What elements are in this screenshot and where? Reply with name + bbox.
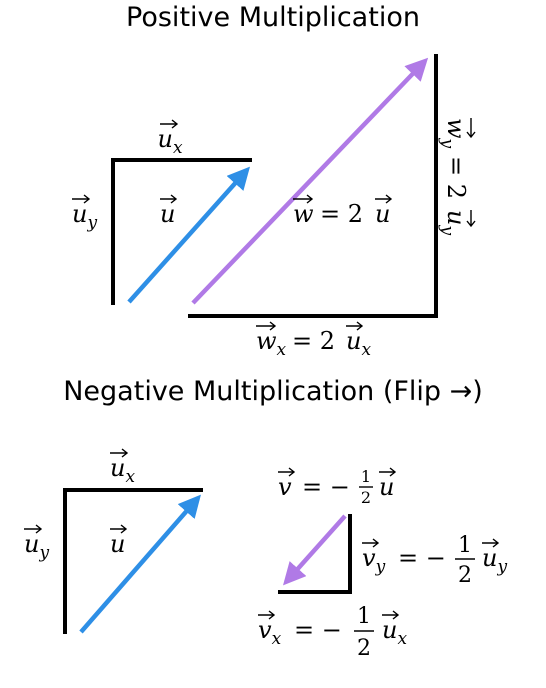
svg-text:ux: ux (157, 125, 182, 158)
positive-u-components (111, 158, 252, 305)
svg-text:= −: = − (302, 473, 350, 501)
negative-u-label: u (110, 524, 128, 558)
svg-text:vy: vy (362, 544, 386, 577)
svg-text:= 2: = 2 (292, 327, 335, 355)
positive-u-vector (127, 166, 250, 304)
svg-text:2: 2 (458, 563, 472, 588)
svg-text:wy: wy (437, 118, 470, 149)
positive-w-equation: w = 2 u (293, 194, 393, 228)
negative-v-equation: v = − 1 2 u (278, 467, 397, 507)
negative-v-components (278, 514, 352, 594)
svg-text:u: u (110, 530, 125, 558)
negative-u-x-label: ux (110, 448, 135, 487)
svg-text:u: u (379, 473, 394, 501)
svg-text:ux: ux (382, 616, 407, 649)
negative-vx-equation: vx = − 1 2 ux (258, 604, 407, 661)
negative-v-component-lines (278, 514, 352, 594)
negative-v-vector (283, 514, 347, 586)
svg-text:w: w (293, 200, 314, 228)
svg-text:wx: wx (256, 327, 287, 360)
positive-ux-label: ux (157, 119, 183, 158)
positive-w-component-lines (188, 54, 438, 318)
svg-text:u: u (375, 200, 390, 228)
svg-text:1: 1 (361, 467, 371, 486)
positive-u-component-lines (111, 158, 252, 305)
negative-u-y-label: uy (24, 524, 49, 563)
negative-vy-equation: vy = − 1 2 uy (362, 533, 507, 588)
svg-text:2: 2 (357, 636, 371, 661)
negative-multiplication-title: Negative Multiplication (Flip →) (63, 376, 483, 407)
positive-wy-equation: wy = 2 uy (437, 118, 476, 235)
svg-text:u: u (160, 200, 175, 228)
positive-wx-equation: wx = 2 ux (256, 321, 371, 360)
svg-text:uy: uy (437, 210, 470, 235)
positive-u-label: u (160, 194, 178, 228)
svg-text:= −: = − (294, 616, 342, 644)
negative-u-vector (79, 494, 201, 634)
svg-text:uy: uy (482, 544, 507, 577)
svg-text:= 2: = 2 (320, 200, 363, 228)
positive-w-components (188, 54, 438, 318)
negative-u-component-lines (63, 488, 203, 634)
positive-multiplication-title: Positive Multiplication (126, 2, 420, 33)
negative-u-components (63, 488, 203, 634)
svg-text:1: 1 (357, 604, 371, 629)
svg-text:= −: = − (398, 544, 446, 572)
svg-text:uy: uy (72, 200, 97, 233)
svg-text:vx: vx (258, 616, 282, 649)
svg-text:ux: ux (346, 327, 371, 360)
svg-text:v: v (278, 473, 292, 501)
svg-text:1: 1 (458, 533, 472, 558)
svg-text:= 2: = 2 (442, 156, 470, 199)
svg-text:uy: uy (24, 530, 49, 563)
svg-text:ux: ux (110, 454, 135, 487)
svg-text:2: 2 (361, 488, 371, 507)
positive-w-vector (191, 57, 429, 305)
positive-uy-label: uy (72, 194, 97, 233)
